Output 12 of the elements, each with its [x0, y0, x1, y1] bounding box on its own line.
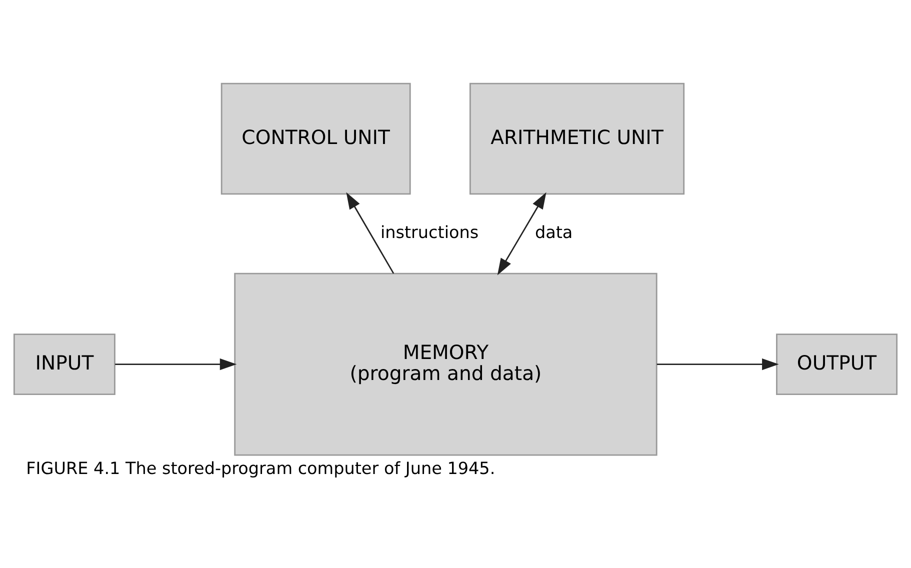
- arrow: [497, 192, 546, 276]
- arrow: [346, 192, 394, 274]
- edge-label: instructions: [380, 222, 479, 242]
- node-box: CONTROL UNIT: [220, 82, 411, 195]
- node-box: MEMORY (program and data): [234, 272, 658, 456]
- node-box: INPUT: [13, 334, 116, 396]
- arrow: [115, 358, 237, 370]
- node-box: ARITHMETIC UNIT: [469, 82, 685, 195]
- node-box: OUTPUT: [776, 334, 898, 396]
- edge-label: data: [534, 222, 573, 242]
- arrow: [656, 358, 779, 370]
- caption: FIGURE 4.1 The stored-program computer of June 1945.: [26, 458, 496, 478]
